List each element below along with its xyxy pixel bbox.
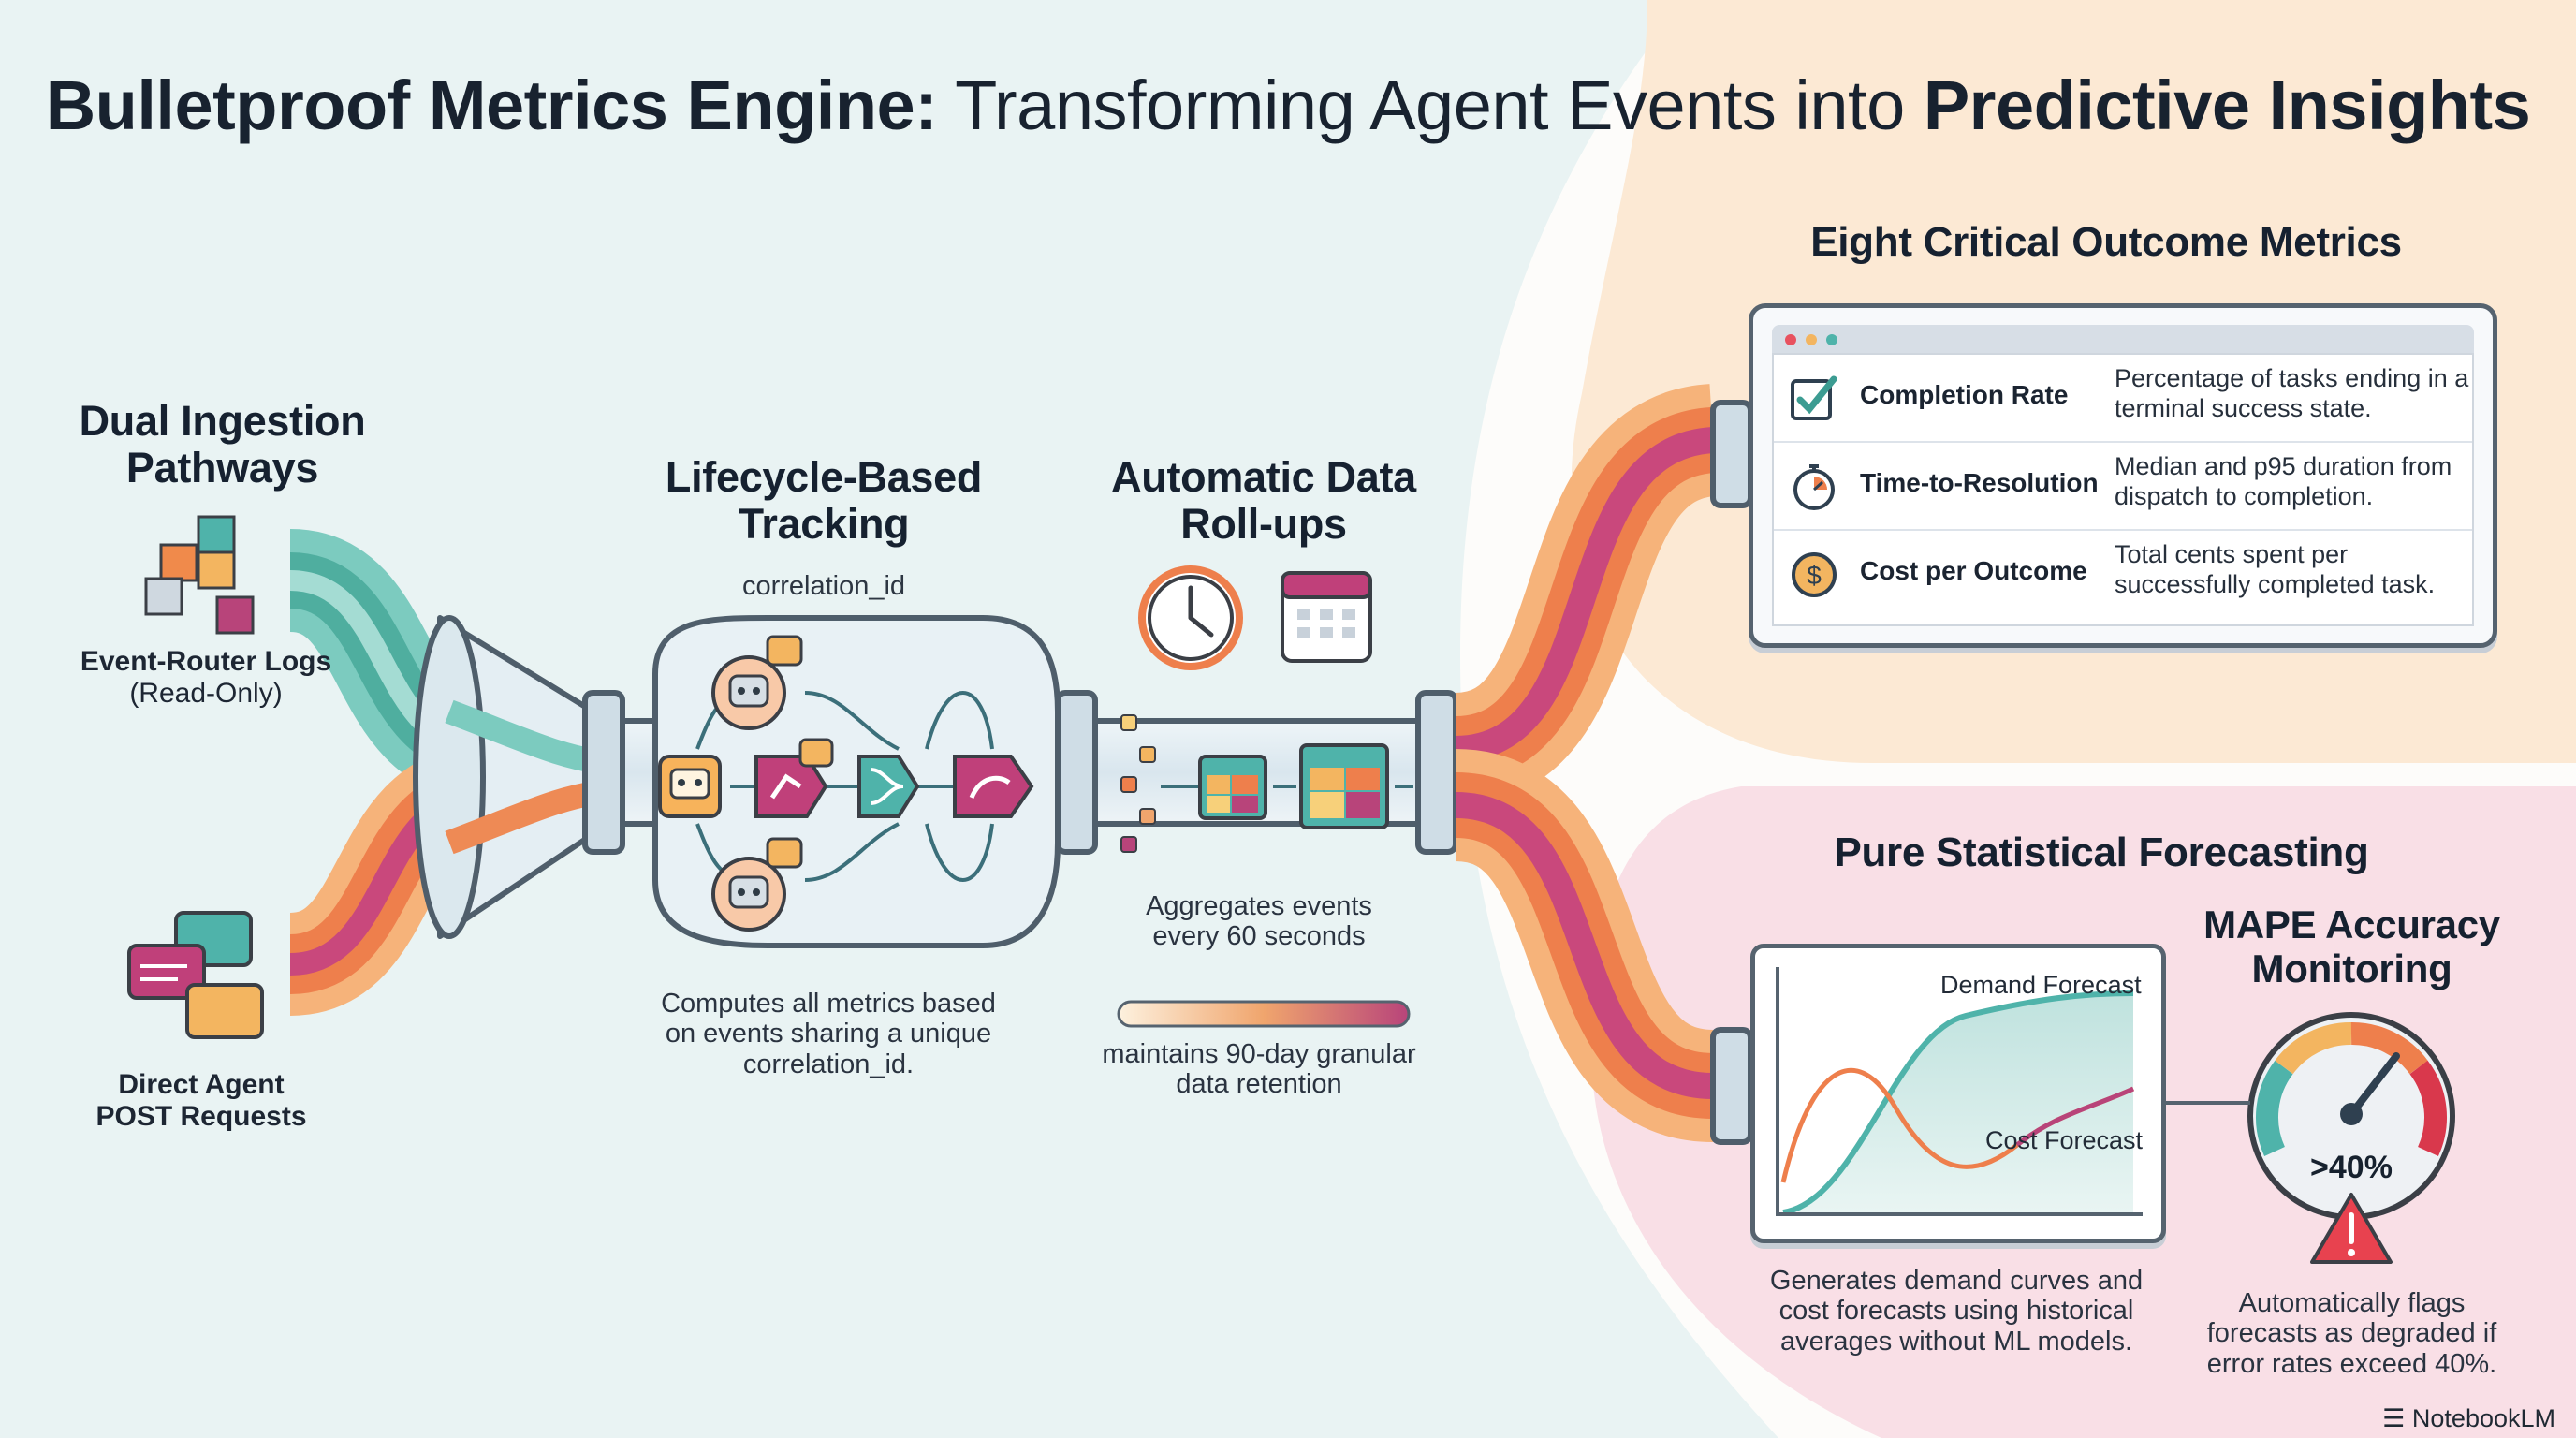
gauge-value: >40% (2310, 1150, 2393, 1185)
metric-row: Time-to-Resolution Median and p95 durati… (1774, 443, 2472, 531)
mape-caption: Automatically flags forecasts as degrade… (2206, 1288, 2497, 1379)
panel-titlebar (1772, 325, 2474, 353)
process-icon (953, 755, 1034, 818)
metric-name: Time-to-Resolution (1860, 468, 2099, 497)
stopwatch-icon (1793, 464, 1835, 510)
cost-forecast-label: Cost Forecast (1985, 1126, 2144, 1154)
forecast-chart-plot (1776, 967, 2143, 1216)
lifecycle-flow (658, 635, 1034, 932)
running-agent-icon (754, 738, 834, 818)
forecasting-caption: Generates demand curves and cost forecas… (1769, 1266, 2144, 1357)
metric-desc: Percentage of tasks ending in a terminal… (2115, 364, 2469, 422)
warning-icon (2310, 1193, 2393, 1264)
ingestion-heading: Dual Ingestion Pathways (79, 397, 366, 492)
rollups-heading: Automatic Data Roll-ups (1111, 453, 1416, 549)
robot-icon (711, 837, 803, 932)
mape-gauge (2247, 1012, 2455, 1220)
correlation-id-label: correlation_id (741, 571, 906, 601)
close-dot-icon (1785, 334, 1796, 345)
page-title: Bulletproof Metrics Engine: Transforming… (45, 66, 2531, 144)
metric-row: $ Cost per Outcome Total cents spent per… (1774, 531, 2472, 617)
direct-agent-label: Direct Agent POST Requests (95, 1069, 307, 1132)
mape-heading: MAPE Accuracy Monitoring (2203, 902, 2500, 991)
demand-forecast-line (1782, 990, 2134, 1215)
metric-name: Cost per Outcome (1860, 556, 2087, 585)
lifecycle-caption: Computes all metrics based on events sha… (661, 989, 996, 1079)
minimize-dot-icon (1806, 334, 1817, 345)
maximize-dot-icon (1826, 334, 1837, 345)
calendar-icon (1281, 571, 1372, 663)
metric-row: Completion Rate Percentage of tasks endi… (1774, 355, 2472, 443)
metrics-panel: Completion Rate Percentage of tasks endi… (1749, 303, 2497, 648)
forecast-chart: Demand Forecast Cost Forecast (1750, 944, 2166, 1243)
metric-list: Completion Rate Percentage of tasks endi… (1772, 353, 2474, 626)
metric-name: Completion Rate (1860, 380, 2069, 409)
demand-forecast-label: Demand Forecast (1940, 971, 2142, 999)
cubes-icon (144, 515, 255, 635)
funnel (413, 615, 611, 939)
notebook-icon: ☰ (2382, 1404, 2406, 1432)
event-router-label: Event-Router Logs (Read-Only) (80, 646, 332, 709)
lifecycle-heading: Lifecycle-Based Tracking (665, 453, 983, 549)
rollups-caption-interval: Aggregates events every 60 seconds (1146, 891, 1372, 952)
retention-bar (1117, 1000, 1411, 1028)
forecasting-heading: Pure Statistical Forecasting (1834, 829, 2369, 875)
metric-desc: Median and p95 duration from dispatch to… (2115, 452, 2452, 510)
rollups-caption-retention: maintains 90-day granular data retention (1102, 1039, 1416, 1100)
metric-desc: Total cents spent per successfully compl… (2115, 540, 2436, 598)
chat-bubbles-icon (127, 911, 264, 1039)
clock-icon (1138, 565, 1243, 670)
checkbox-icon (1791, 375, 1837, 420)
robot-icon (711, 635, 803, 730)
dollar-coin-icon: $ (1792, 552, 1837, 597)
merge-icon (857, 755, 920, 818)
notebooklm-logo: ☰ NotebookLM (2382, 1404, 2555, 1432)
svg-text:$: $ (1807, 561, 1822, 590)
robot-icon (658, 755, 722, 818)
metrics-heading: Eight Critical Outcome Metrics (1810, 219, 2402, 265)
rollup-flow (1120, 714, 1413, 853)
output-streams (1451, 384, 1753, 1145)
